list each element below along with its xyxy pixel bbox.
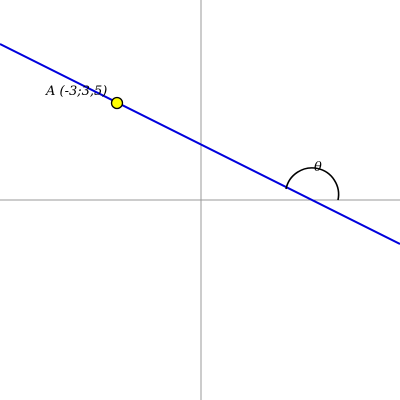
point-a-label: A (-3;3,5) (45, 84, 107, 99)
point-a[interactable] (110, 96, 124, 110)
angle-theta-label: θ (314, 160, 322, 175)
oblique-line (0, 43, 400, 245)
angle-theta-arc (285, 167, 340, 201)
